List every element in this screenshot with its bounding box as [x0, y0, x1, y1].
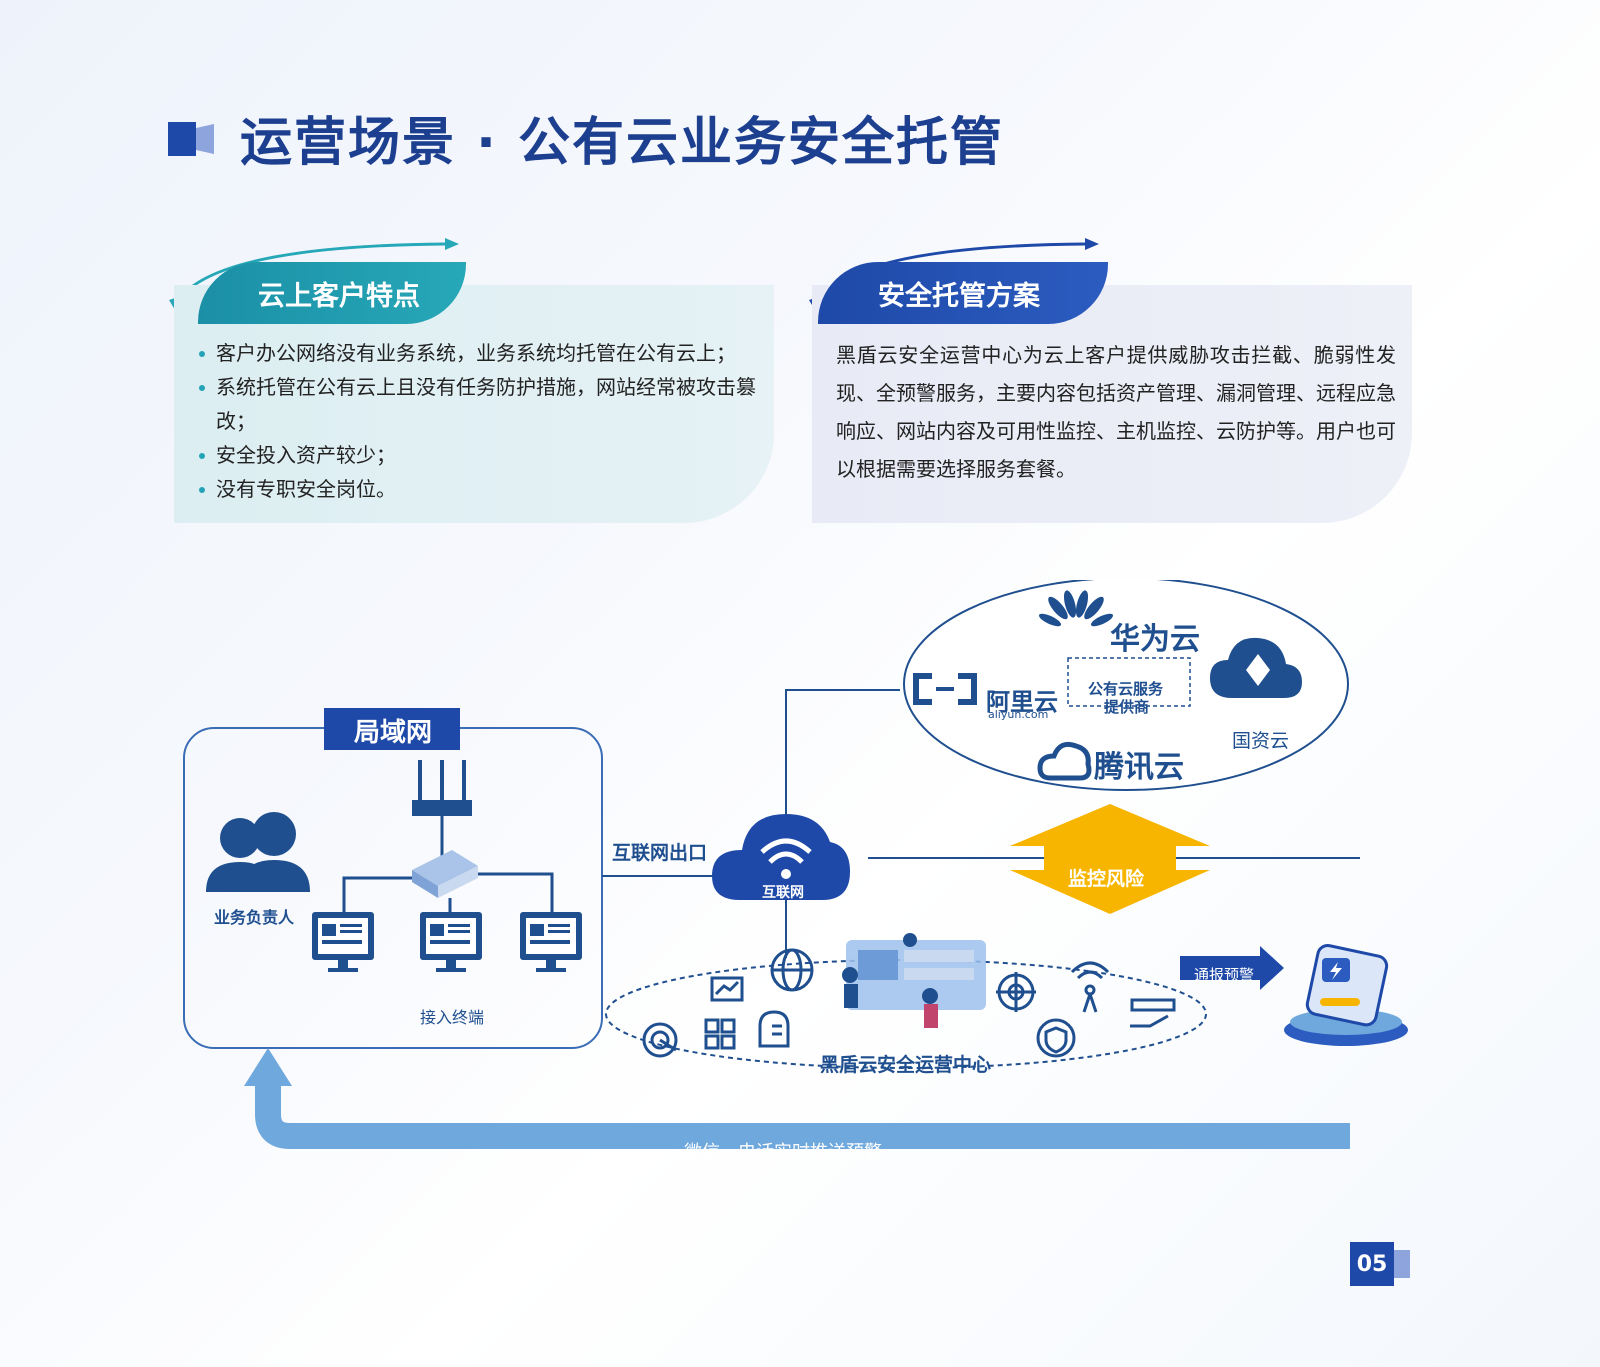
soc-label: 黑盾云安全运营中心 [820, 1054, 992, 1076]
page-title: 运营场景 · 公有云业务安全托管 [240, 113, 1004, 173]
solution-panel [812, 285, 1412, 523]
lan-label-box [324, 708, 460, 750]
users-icon [206, 812, 310, 892]
internet-exit-label: 互联网出口 [612, 842, 708, 864]
state-owned-cloud-label: 国资云 [1232, 730, 1290, 752]
presentation-icon [710, 976, 744, 1002]
aliyun-logo-icon [913, 673, 977, 705]
terminal-monitor-icon [420, 912, 482, 972]
mobile-alert-illustration [1284, 944, 1408, 1046]
push-alert-arrow [244, 1048, 1350, 1149]
notify-label: 通报预警 [1194, 966, 1255, 984]
owner-label: 业务负责人 [214, 908, 295, 927]
grid-apps-icon [704, 1018, 736, 1050]
customer-features-list: 客户办公网络没有业务系统，业务系统均托管在公有云上； 系统托管在公有云上且没有任… [196, 336, 756, 506]
provider-center-label-2: 提供商 [1104, 698, 1150, 716]
page-number: 05 [1350, 1242, 1394, 1286]
hand-service-icon [1130, 998, 1176, 1028]
solution-heading: 安全托管方案 [818, 262, 1108, 324]
aliyun-label: 阿里云 [986, 688, 1058, 716]
huawei-cloud-label: 华为云 [1110, 622, 1200, 657]
target-icon [996, 972, 1036, 1012]
aliyun-domain-label: aliyun.com [988, 708, 1049, 721]
internet-label: 互联网 [762, 885, 804, 901]
soc-dashboard-illustration [842, 933, 986, 1028]
customer-features-panel [174, 285, 774, 523]
title-flag-icon [168, 122, 214, 156]
provider-center-label-1: 公有云服务 [1088, 680, 1164, 698]
id-card-icon [758, 1010, 790, 1048]
network-diagram [183, 580, 1408, 1149]
huawei-logo-icon [1038, 590, 1114, 627]
terminal-label: 接入终端 [420, 1008, 485, 1027]
notify-arrow-icon [1180, 946, 1284, 990]
push-alert-label: 微信、电话实时推送预警 [684, 1142, 882, 1163]
internet-cloud-icon [712, 814, 850, 900]
solution-text: 黑盾云安全运营中心为云上客户提供威胁攻击拦截、脆弱性发现、全预警服务，主要内容包… [836, 343, 1396, 481]
feature-item-2: 系统托管在公有云上且没有任务防护措施，网站经常被攻击篡改； [196, 370, 756, 438]
monitor-risk-label: 监控风险 [1068, 868, 1145, 890]
tencent-cloud-logo-icon [1037, 741, 1092, 781]
feature-item-4: 没有专职安全岗位。 [196, 472, 756, 506]
feature-item-3: 安全投入资产较少； [196, 438, 756, 472]
router-icon [412, 760, 472, 816]
terminal-monitor-icon [520, 912, 582, 972]
signal-tower-icon [1070, 961, 1110, 1013]
monitor-risk-arrow-icon [1010, 804, 1210, 914]
lan-label: 局域网 [354, 718, 433, 748]
switch-icon [412, 850, 478, 898]
state-owned-cloud-icon [1210, 637, 1302, 698]
security-globe-shield-icon [1036, 1018, 1076, 1058]
page-number-tail [1394, 1250, 1410, 1278]
globe-icon [770, 948, 814, 992]
feature-item-1: 客户办公网络没有业务系统，业务系统均托管在公有云上； [196, 336, 756, 370]
cloud-provider-ellipse [903, 580, 1349, 791]
tencent-cloud-label: 腾讯云 [1094, 750, 1184, 785]
radar-icon [642, 1022, 678, 1058]
terminal-monitor-icon [312, 912, 374, 972]
customer-features-heading: 云上客户特点 [198, 262, 466, 324]
